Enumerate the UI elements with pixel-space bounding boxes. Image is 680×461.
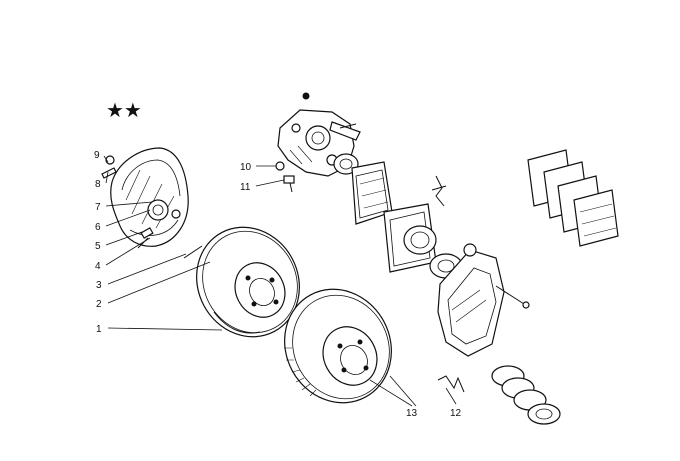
brake-disc-ventilated bbox=[284, 288, 392, 404]
callout-5: 5 bbox=[95, 241, 101, 252]
callout-labels: 1 2 3 4 5 6 7 8 9 10 11 12 13 bbox=[94, 150, 462, 419]
caliper-assembly bbox=[429, 243, 530, 357]
brake-disc-solid bbox=[196, 226, 300, 338]
callout-3: 3 bbox=[96, 280, 102, 291]
brake-pad-rear bbox=[383, 203, 437, 273]
caliper-piston bbox=[329, 121, 361, 175]
callout-8: 8 bbox=[95, 179, 101, 190]
callout-13: 13 bbox=[406, 408, 418, 419]
callout-2: 2 bbox=[96, 299, 102, 310]
callout-6: 6 bbox=[95, 222, 101, 233]
callout-1: 1 bbox=[96, 324, 102, 335]
shield-screw bbox=[101, 155, 117, 179]
star-marker: ★★ bbox=[106, 98, 142, 122]
callout-7: 7 bbox=[95, 202, 101, 213]
leader-lines bbox=[103, 155, 457, 407]
callout-12: 12 bbox=[450, 408, 462, 419]
pad-spring bbox=[431, 175, 447, 207]
callout-10: 10 bbox=[240, 162, 252, 173]
bleed-screw bbox=[275, 161, 295, 193]
callout-11: 11 bbox=[240, 182, 251, 193]
dust-shield bbox=[110, 147, 189, 247]
mounting-bolt bbox=[137, 227, 154, 249]
brake-pad-set bbox=[527, 149, 619, 247]
retaining-clip bbox=[437, 375, 465, 393]
callout-4: 4 bbox=[95, 261, 101, 272]
seal-ring-kit bbox=[491, 365, 561, 425]
callout-9: 9 bbox=[94, 150, 100, 161]
